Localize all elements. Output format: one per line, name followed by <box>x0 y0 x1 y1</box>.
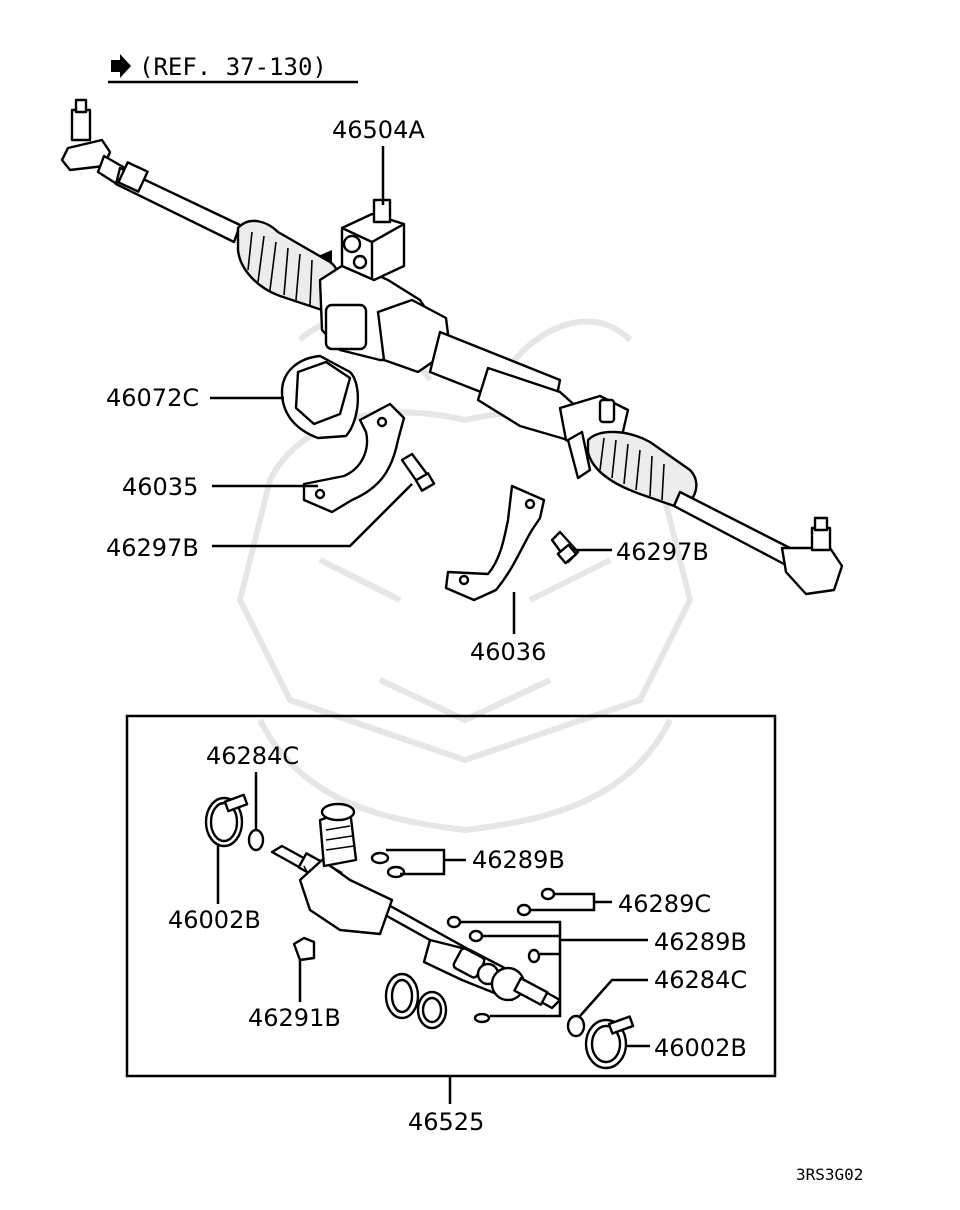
bushing-46291b <box>292 936 316 962</box>
bolt-46297b-right <box>550 530 580 565</box>
part-label-46072c[interactable]: 46072C <box>106 384 199 412</box>
boot-clamp-46002b-right <box>584 1015 635 1070</box>
o-rings-46289b-top <box>370 851 406 879</box>
part-label-46002b-right[interactable]: 46002B <box>654 1034 747 1062</box>
reference-link[interactable]: (REF. 37-130) <box>108 53 358 84</box>
clamp-46035 <box>302 402 406 514</box>
diagram-code: 3RS3G02 <box>796 1165 863 1184</box>
boot-clamp-46002b-left <box>204 793 249 848</box>
part-label-46289b-mid[interactable]: 46289B <box>654 928 747 956</box>
bushing-46072c <box>280 354 360 440</box>
o-rings-46289c <box>516 887 556 917</box>
clamp-46036 <box>444 484 546 602</box>
bolt-46297b-left <box>400 452 436 492</box>
part-label-46504a[interactable]: 46504A <box>332 116 425 144</box>
part-label-46035[interactable]: 46035 <box>122 473 198 501</box>
clip-46284c-top <box>247 828 265 852</box>
part-label-46297b-right[interactable]: 46297B <box>616 538 709 566</box>
part-label-46297b-left[interactable]: 46297B <box>106 534 199 562</box>
rack-bushings <box>384 972 448 1030</box>
part-label-46525[interactable]: 46525 <box>408 1108 484 1136</box>
part-label-46289b-top[interactable]: 46289B <box>472 846 565 874</box>
part-label-46291b[interactable]: 46291B <box>248 1004 341 1032</box>
reference-text: (REF. 37-130) <box>139 53 327 81</box>
clip-46284c-right <box>566 1014 586 1038</box>
part-label-46289c[interactable]: 46289C <box>618 890 711 918</box>
steering-gear-assembly <box>60 98 844 596</box>
part-label-46284c-right[interactable]: 46284C <box>654 966 747 994</box>
part-label-46036[interactable]: 46036 <box>470 638 546 666</box>
part-label-46002b-left[interactable]: 46002B <box>168 906 261 934</box>
o-rings-46289b-mid <box>446 915 541 1024</box>
part-label-46284c-top[interactable]: 46284C <box>206 742 299 770</box>
rack-and-housing-kit <box>270 802 562 1010</box>
right-arrow-icon <box>111 54 131 78</box>
